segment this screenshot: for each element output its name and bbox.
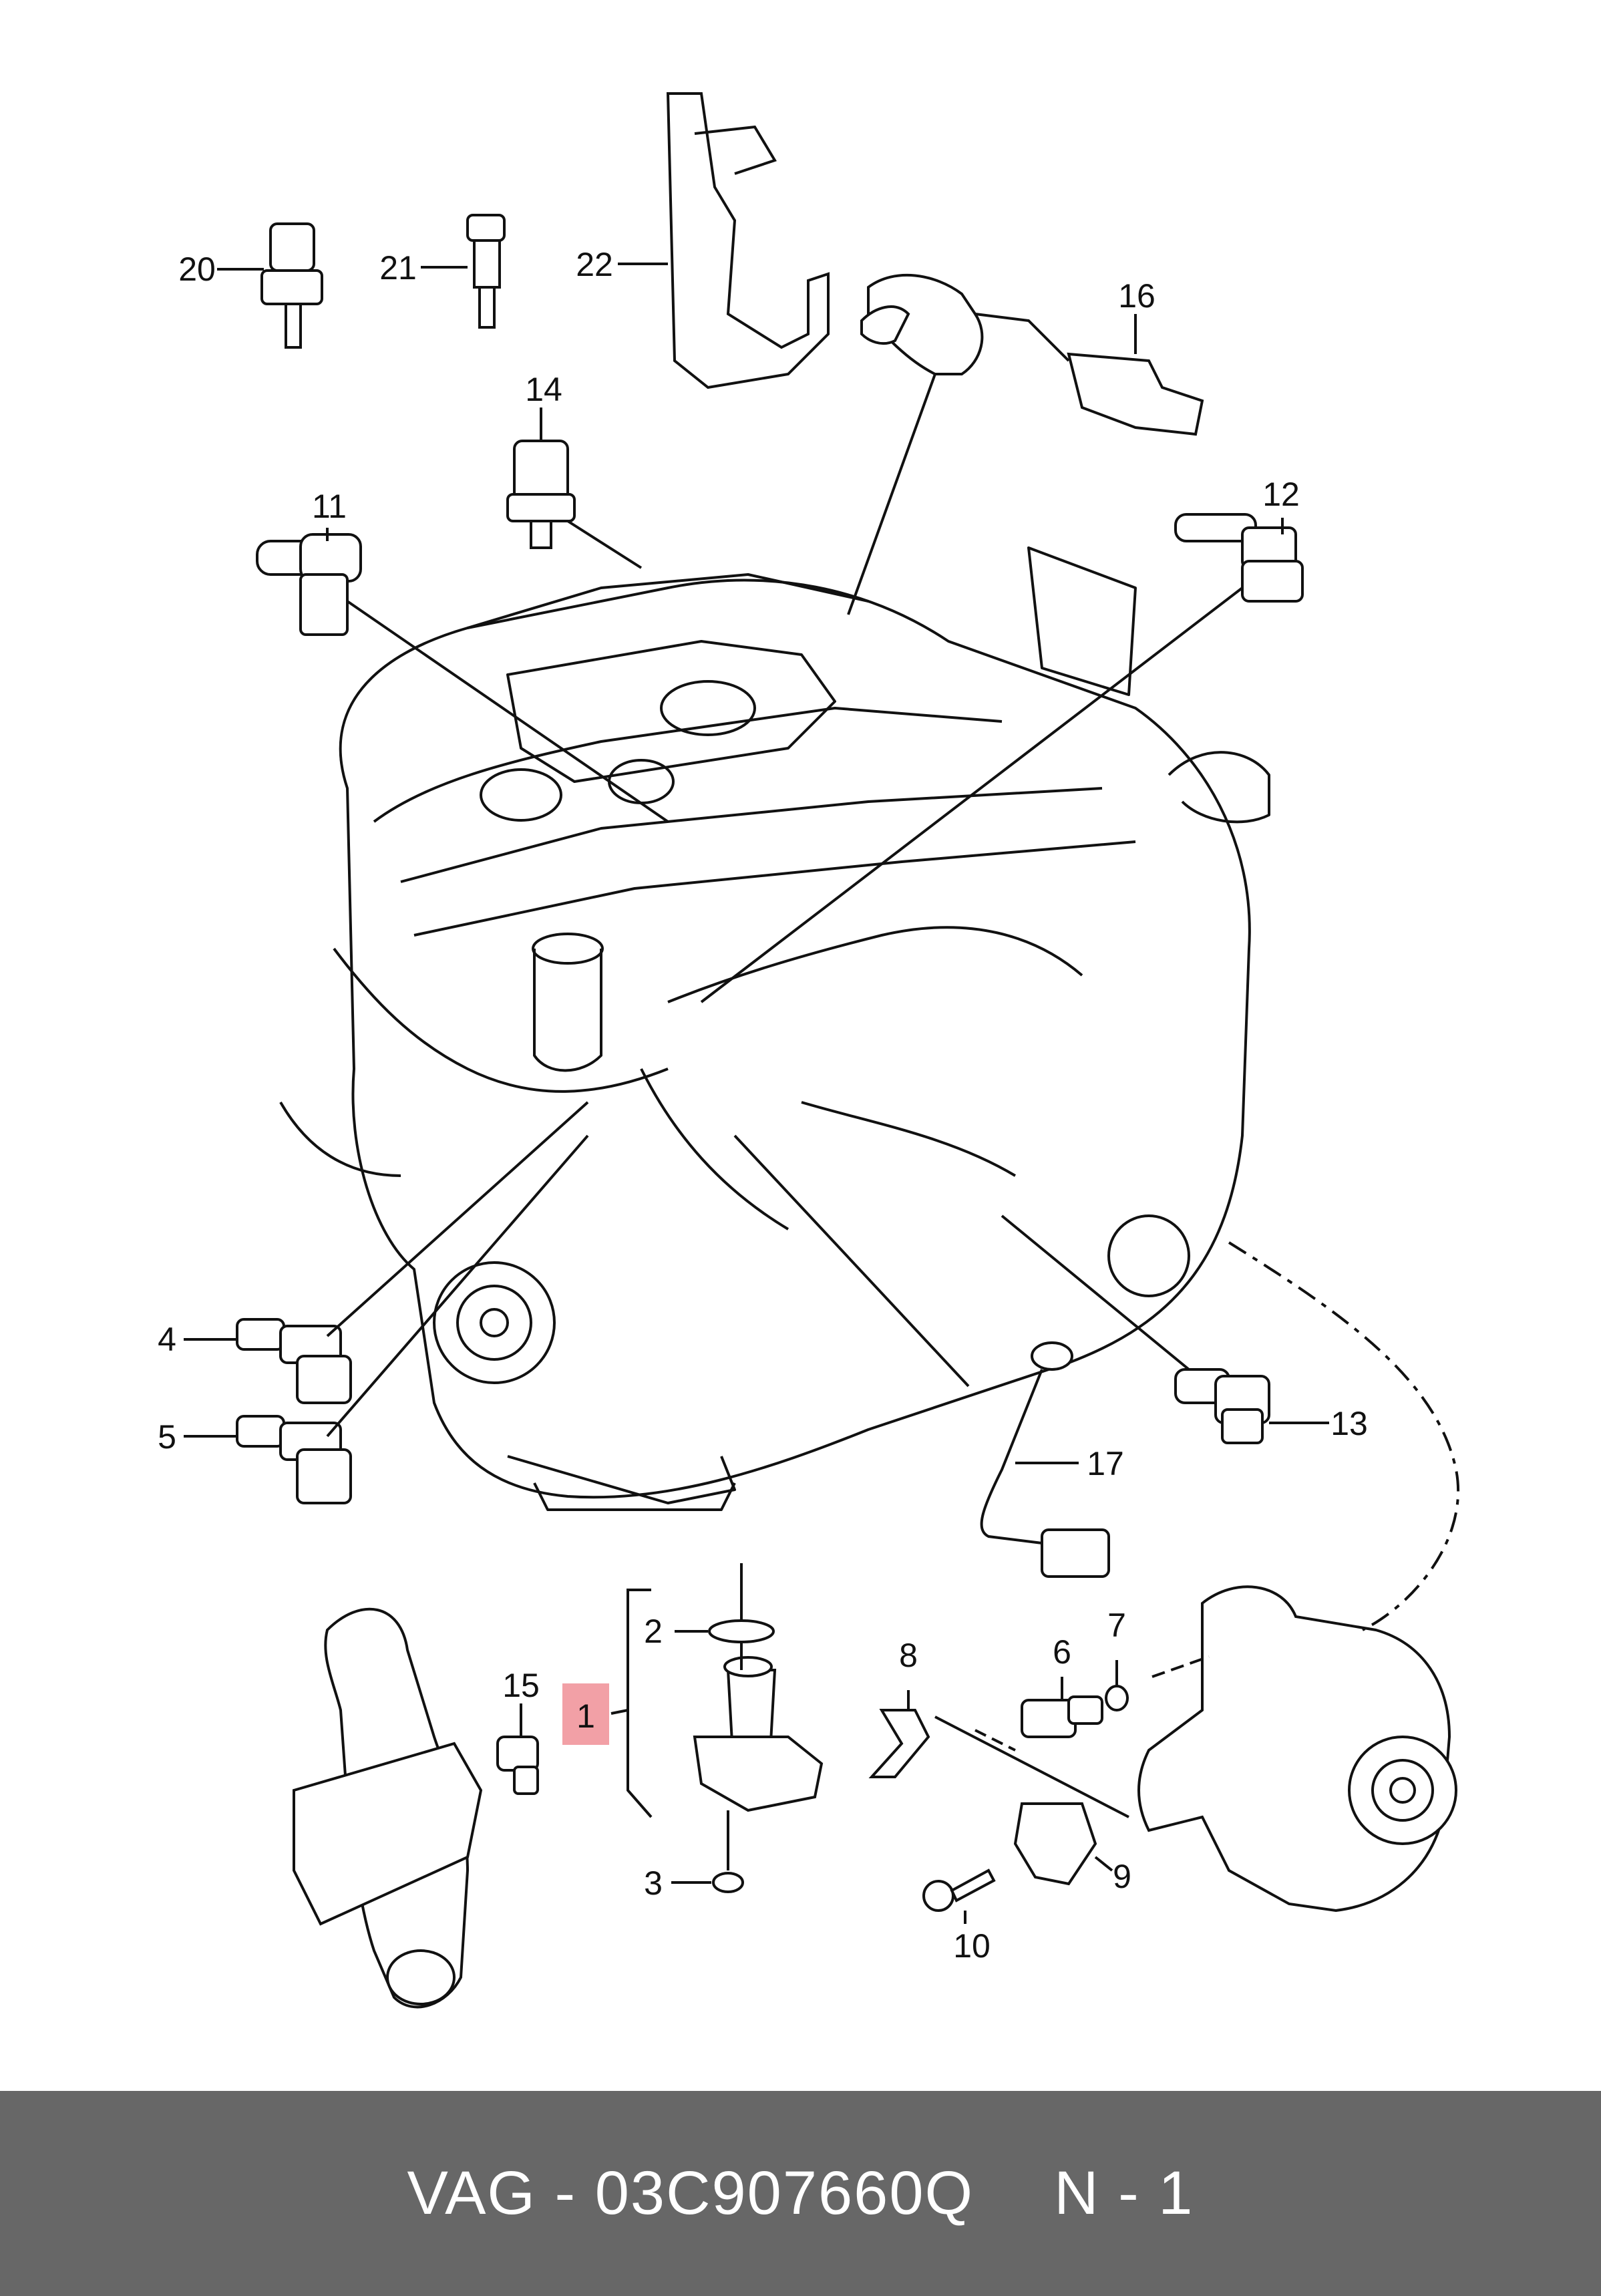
callout-8: 8 [899, 1637, 918, 1674]
callout-10: 10 [953, 1927, 991, 1965]
callout-7: 7 [1107, 1607, 1126, 1644]
sensor-21 [466, 214, 506, 329]
nut-3 [712, 1872, 744, 1893]
callout-11: 11 [312, 488, 347, 525]
callout-20: 20 [178, 251, 216, 288]
gasket-9 [1013, 1802, 1097, 1886]
sensor-16 [860, 273, 1204, 436]
callout-1-highlight [562, 1683, 609, 1745]
footer-sheet: N - 1 [1054, 2159, 1194, 2227]
parts-diagram: 1 2 3 4 5 6 7 8 9 10 11 12 13 14 15 16 1… [158, 92, 1460, 2009]
clip-8 [868, 1709, 930, 1778]
seal-7 [1105, 1685, 1129, 1711]
water-pump [1137, 1585, 1457, 1913]
sensor-11 [256, 533, 362, 636]
sensor-17 [980, 1341, 1110, 1578]
callout-14: 14 [525, 371, 562, 408]
callout-17: 17 [1087, 1445, 1124, 1482]
o-ring-2 [708, 1619, 775, 1643]
callout-22: 22 [576, 246, 613, 283]
sensor-12 [1174, 513, 1304, 603]
sensor-6 [1021, 1695, 1103, 1738]
sensor-4 [236, 1318, 352, 1404]
sensor-20 [260, 222, 323, 349]
sensor-13 [1174, 1368, 1270, 1444]
engine-assembly [279, 546, 1270, 1511]
footer-bar: VAG - 03C907660Q N - 1 [0, 2091, 1601, 2296]
callout-2: 2 [644, 1613, 663, 1650]
callout-5: 5 [158, 1418, 176, 1456]
callout-1: 1 [576, 1697, 595, 1735]
callout-13: 13 [1330, 1405, 1368, 1442]
callout-9: 9 [1113, 1858, 1131, 1895]
coolant-pipe [293, 1607, 483, 2009]
callout-12: 12 [1262, 476, 1300, 513]
callout-6: 6 [1053, 1633, 1071, 1671]
sensor-15 [496, 1736, 539, 1795]
callout-21: 21 [379, 249, 417, 287]
sensor-5 [236, 1415, 352, 1504]
leader-lines [184, 263, 1460, 1924]
harness-bracket-22 [666, 92, 830, 389]
oil-level-sensor-1 [693, 1656, 824, 1812]
callout-3: 3 [644, 1864, 663, 1902]
callout-16: 16 [1118, 277, 1155, 315]
callout-15: 15 [502, 1667, 540, 1704]
bolt-10 [922, 1868, 996, 1912]
footer-part-number: VAG - 03C907660Q [407, 2159, 974, 2227]
callout-4: 4 [158, 1321, 176, 1358]
callout-labels: 1 2 3 4 5 6 7 8 9 10 11 12 13 14 15 16 1… [158, 246, 1368, 1965]
sensor-14 [506, 440, 576, 549]
